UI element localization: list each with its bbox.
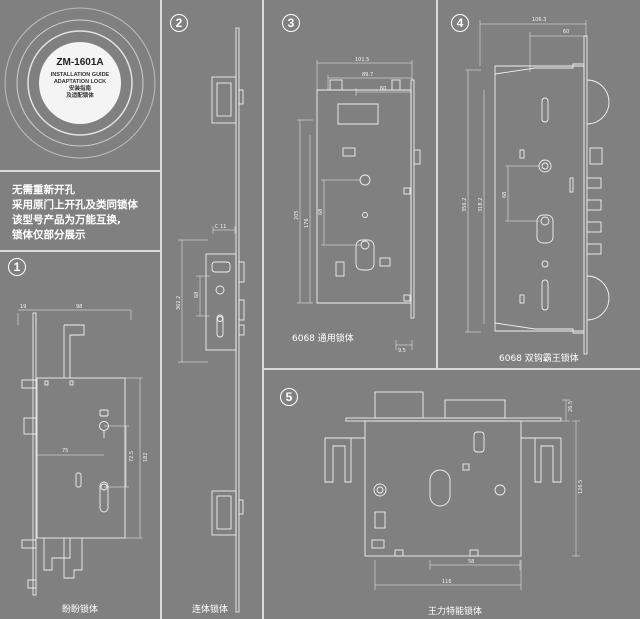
dimension-label: 75 — [62, 448, 68, 454]
intro-text: 无需重新开孔 采用原门上开孔及类同锁体 该型号产品为万能互换, 锁体仅部分展示 — [12, 183, 138, 243]
panel-number-5: 5 — [280, 388, 298, 406]
logo-rings — [4, 7, 156, 159]
logo-line: ADAPTATION LOCK — [53, 79, 107, 85]
dimensions-3 — [297, 60, 413, 350]
panel-4 — [438, 0, 640, 368]
dimension-label: 68 — [502, 192, 508, 198]
panel-number-3: 3 — [282, 14, 300, 32]
panel-caption: 盼盼锁体 — [62, 605, 99, 615]
panel-number-4: 4 — [451, 14, 469, 32]
dimension-label: 58 — [468, 559, 474, 565]
intro-panel — [0, 172, 160, 250]
lock-body-1 — [21, 312, 126, 596]
dimension-label: 182 — [143, 452, 149, 462]
dimensions-4 — [465, 20, 587, 333]
panel-caption: 王力特能锁体 — [428, 607, 483, 617]
panel-1 — [0, 252, 160, 619]
intro-line: 锁体仅部分展示 — [12, 229, 86, 241]
panel-number-2: 2 — [170, 14, 188, 32]
dimension-label: 89.7 — [362, 72, 373, 78]
dimension-label: 356.2 — [462, 198, 468, 212]
dimension-label: 176 — [304, 218, 310, 228]
dimension-label: C 11 — [215, 224, 226, 230]
panel-3 — [264, 0, 436, 368]
logo-line: 安装指南 — [68, 86, 91, 92]
dimension-label: 72.5 — [129, 451, 135, 462]
dimension-label: 68 — [194, 292, 200, 298]
dimension-label: 9.5 — [398, 348, 406, 354]
dimension-label: 68 — [318, 209, 324, 215]
divider — [436, 0, 438, 368]
dimension-label: 205 — [294, 210, 300, 220]
dimension-label: 106.3 — [532, 17, 546, 23]
model-name: ZM-1601A — [56, 57, 104, 68]
dimension-label: 60 — [380, 86, 386, 92]
divider — [0, 250, 160, 252]
panel-5 — [264, 370, 640, 619]
dimension-labels: 19 98 75 72.5 182 362.2 68 C 11 101.5 89… — [20, 17, 584, 585]
panel-caption: 连体锁体 — [192, 605, 229, 615]
logo-line: INSTALLATION GUIDE — [50, 72, 110, 78]
lock-body-3 — [316, 79, 421, 319]
dimensions-1 — [17, 309, 143, 539]
panel-caption: 6068 双钩霸王锁体 — [499, 354, 579, 364]
dimension-label: 26.5 — [568, 401, 574, 412]
divider — [264, 368, 640, 370]
intro-line: 无需重新开孔 — [12, 184, 75, 196]
logo-text: ZM-1601A INSTALLATION GUIDE ADAPTATION L… — [40, 57, 120, 100]
dimension-label: 101.5 — [355, 57, 369, 63]
dimension-label: 98 — [76, 304, 82, 310]
dimension-label: 19 — [20, 304, 26, 310]
dimension-label: 318.2 — [478, 198, 484, 212]
panel-caption: 6068 通用锁体 — [292, 334, 354, 344]
dimension-label: 126.5 — [578, 480, 584, 494]
lock-body-2 — [205, 27, 245, 613]
lock-body-4 — [494, 35, 610, 355]
logo-line: 及适配锁体 — [66, 93, 94, 99]
divider — [160, 0, 162, 619]
panel-number-1: 1 — [8, 258, 26, 276]
dimension-label: 116 — [442, 579, 452, 585]
dimensions-2 — [178, 226, 236, 363]
divider — [0, 170, 160, 172]
lock-body-5 — [324, 391, 562, 557]
dimension-label: 60 — [563, 29, 569, 35]
dimensions-5 — [374, 399, 580, 590]
dimension-label: 362.2 — [176, 296, 182, 310]
divider — [262, 0, 264, 619]
intro-line: 采用原门上开孔及类同锁体 — [12, 199, 138, 211]
intro-line: 该型号产品为万能互换, — [12, 214, 121, 226]
